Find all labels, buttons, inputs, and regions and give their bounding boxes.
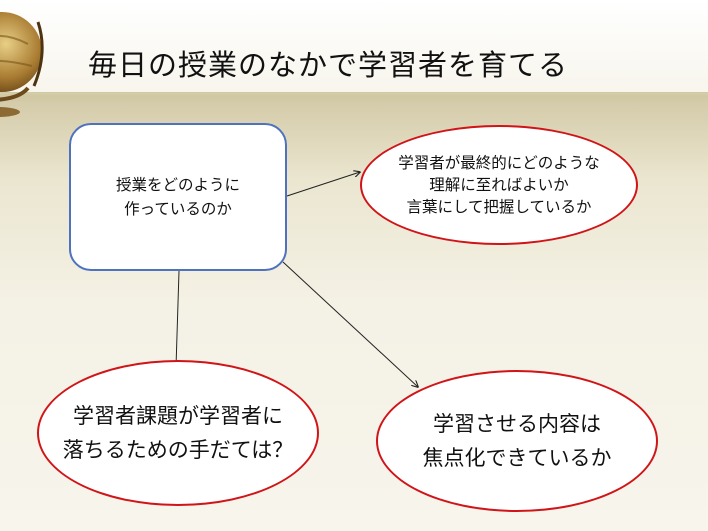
node-learning-content-label: 学習させる内容は 焦点化できているか: [422, 412, 612, 470]
arrow-to-goal: [286, 172, 360, 197]
node-lesson-design-label: 授業をどのように 作っているのか: [115, 176, 240, 218]
node-learning-goal-label: 学習者が最終的にどのような 理解に至ればよいか 言葉にして把握しているか: [398, 154, 600, 216]
node-lesson-design: 授業をどのように 作っているのか: [69, 123, 287, 271]
arrow-to-content: [282, 261, 418, 387]
header-divider: [0, 92, 708, 102]
globe-icon: [0, 12, 44, 117]
arrow-to-task: [176, 270, 179, 367]
slide-header: [0, 0, 708, 94]
slide-title: 毎日の授業のなかで学習者を育てる: [88, 48, 569, 82]
node-learning-content: 学習させる内容は 焦点化できているか: [376, 370, 658, 512]
node-learning-goal: 学習者が最終的にどのような 理解に至ればよいか 言葉にして把握しているか: [360, 125, 638, 245]
node-learner-task: 学習者課題が学習者に 落ちるための手だては？: [37, 360, 319, 506]
node-learner-task-label: 学習者課題が学習者に 落ちるための手だては？: [62, 404, 294, 462]
